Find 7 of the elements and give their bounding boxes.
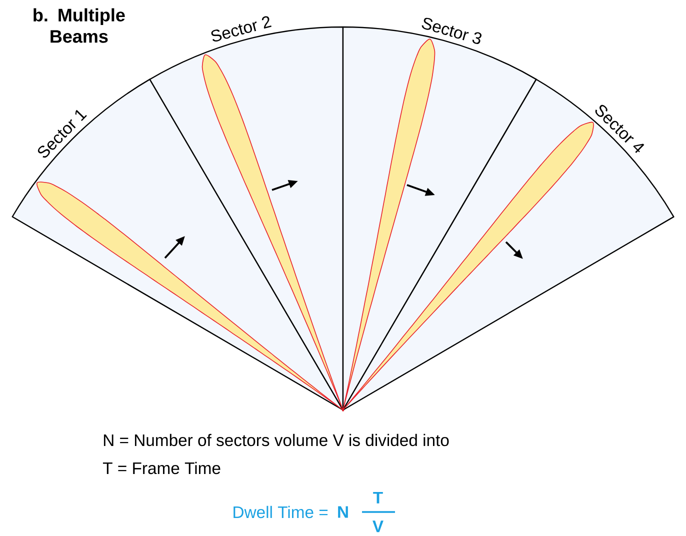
definition-text: T = Frame Time (102, 462, 220, 474)
formula-text: Dwell Time = (234, 506, 328, 518)
formula-text: N (338, 506, 348, 518)
denominator: V (372, 520, 384, 532)
definition-text: N = Number of sectors volume V is divided into (104, 434, 449, 446)
title: b. Multiple Beams (34, 8, 125, 43)
numerator: T (373, 492, 383, 504)
